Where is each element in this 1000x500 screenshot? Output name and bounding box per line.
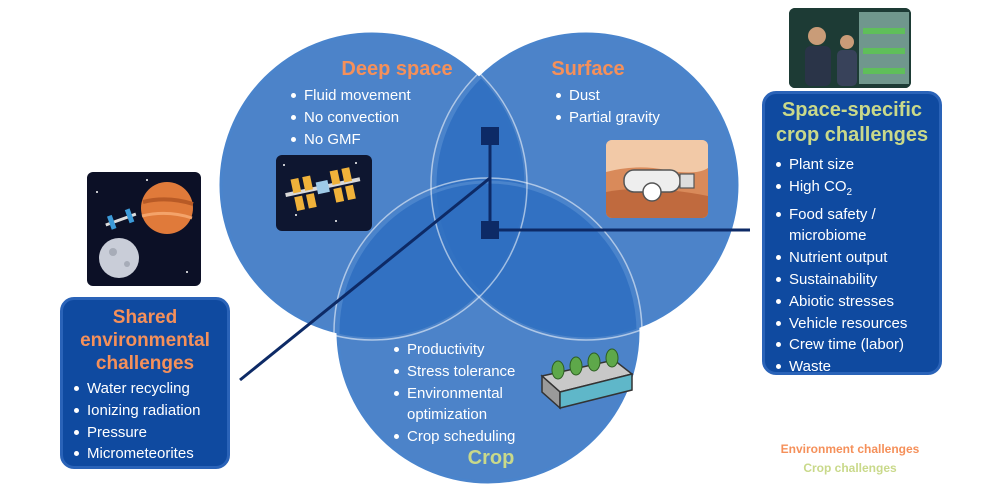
specific-item: Plant size — [773, 154, 931, 176]
deep-space-title: Deep space — [341, 58, 453, 80]
surface-item: Partial gravity — [553, 107, 703, 129]
specific-box-list: Plant size High CO2 Food safety / microb… — [773, 154, 931, 378]
specific-item: Food safety / — [773, 204, 931, 226]
specific-item: Vehicle resources — [773, 313, 931, 335]
specific-item: Crew time (labor) — [773, 334, 931, 356]
space-station-icon — [276, 155, 372, 231]
specific-item-continued: microbiome — [789, 227, 867, 245]
shared-item: Pressure — [71, 422, 219, 444]
specific-item: Waste — [773, 356, 931, 378]
crop-list: Productivity Stress tolerance Environmen… — [391, 339, 531, 448]
planets-moon-station-icon — [87, 172, 201, 286]
surface-list: Dust Partial gravity — [553, 85, 703, 129]
legend-environment: Environment challenges — [780, 442, 920, 456]
crop-item: Environmental optimization — [391, 383, 531, 427]
specific-item: Nutrient output — [773, 247, 931, 269]
hydroponic-planter-icon — [536, 338, 638, 420]
connector-to-shared — [239, 176, 491, 382]
space-specific-box: Space-specific crop challenges Plant siz… — [762, 91, 942, 375]
node-marker-top — [481, 127, 499, 145]
specific-item: High CO2 — [773, 176, 931, 204]
surface-title: Surface — [551, 58, 625, 80]
shared-item: Ionizing radiation — [71, 400, 219, 422]
deep-space-item: No convection — [288, 107, 448, 129]
node-marker-center — [481, 221, 499, 239]
crop-title: Crop — [467, 447, 515, 469]
specific-box-title: Space-specific crop challenges — [775, 99, 929, 146]
crop-item: Stress tolerance — [391, 361, 531, 383]
crop-item: Crop scheduling — [391, 426, 531, 448]
mars-habitat-icon — [606, 140, 708, 218]
deep-space-list: Fluid movement No convection No GMF — [288, 85, 448, 150]
specific-item: Abiotic stresses — [773, 291, 931, 313]
shared-box-list: Water recycling Ionizing radiation Press… — [71, 378, 219, 465]
astronaut-growing-plants-icon — [789, 8, 911, 88]
shared-item: Water recycling — [71, 378, 219, 400]
specific-item: Sustainability — [773, 269, 931, 291]
shared-item: Micrometeorites — [71, 443, 219, 465]
deep-space-item: Fluid movement — [288, 85, 448, 107]
shared-environmental-box: Shared environmental challenges Water re… — [60, 297, 230, 469]
deep-space-item: No GMF — [288, 129, 448, 151]
legend-crop: Crop challenges — [803, 461, 897, 475]
shared-box-title: Shared environmental challenges — [80, 307, 210, 374]
crop-item: Productivity — [391, 339, 531, 361]
surface-item: Dust — [553, 85, 703, 107]
